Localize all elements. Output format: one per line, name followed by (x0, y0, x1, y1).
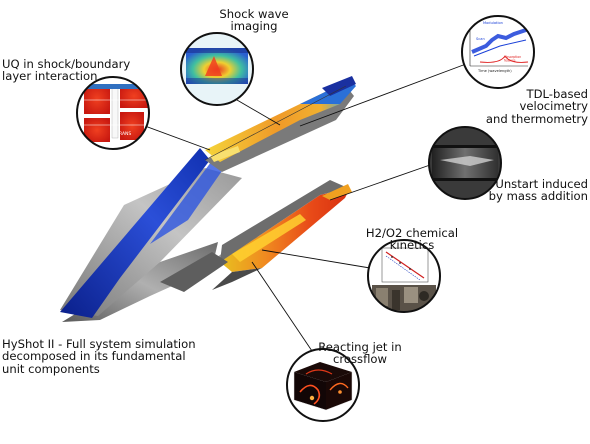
inset-reacting-jet[interactable] (286, 348, 360, 422)
leader-shock (236, 99, 281, 126)
isolator-leading-edge (210, 146, 240, 162)
combustor-base (212, 268, 262, 290)
label-unstart: Unstart induced by mass addition (488, 177, 588, 204)
leader-tdl (299, 63, 467, 127)
uq-rans-tag: RANS (119, 131, 131, 137)
inset-shock-wave[interactable] (180, 32, 254, 106)
leader-jet (251, 261, 313, 352)
tray-edge-line (204, 85, 347, 161)
tray-exit-fin (322, 76, 356, 96)
tdl-modulation-text: Modulation (483, 21, 503, 25)
leader-unstart (329, 164, 431, 201)
vehicle-body (60, 76, 356, 322)
tdl-axis-text: Time (wavelength) (477, 69, 512, 73)
label-hyshot: HyShot II - Full system simulation decom… (2, 337, 196, 376)
leader-h2o2 (261, 249, 371, 269)
blue-forebody-fin (60, 148, 210, 318)
inset-unstart[interactable] (428, 126, 502, 200)
leader-uq (144, 125, 211, 151)
inset-uq[interactable]: RANS (76, 76, 150, 150)
fuel-injection-zone (232, 214, 306, 262)
label-tdl-velocimetry: TDL-based velocimetry and thermometry (485, 87, 588, 126)
label-h2o2-kinetics: H2/O2 chemical kinetics (365, 226, 459, 253)
blue-fin-highlight (150, 158, 224, 244)
tdl-scan-text: Scan (476, 37, 485, 41)
combustor-side-wall (220, 180, 348, 262)
label-reacting-jet: Reacting jet in crossflow (318, 340, 402, 367)
label-shock-wave-imaging: Shock wave imaging (219, 7, 289, 34)
lower-ramp-edge (160, 252, 228, 292)
leader-lines (144, 63, 467, 352)
label-uq-shock-boundary: UQ in shock/boundary layer interaction (2, 57, 131, 84)
combustor-exit (322, 184, 352, 200)
